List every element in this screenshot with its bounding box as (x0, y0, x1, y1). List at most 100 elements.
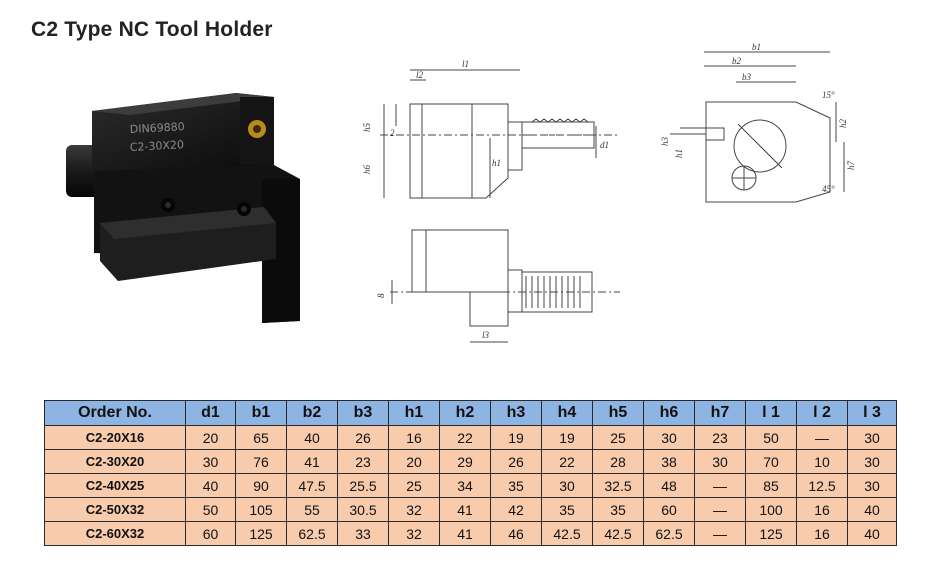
table-cell: 50 (745, 425, 797, 450)
column-header: h6 (643, 400, 695, 426)
table-cell: 62.5 (643, 521, 695, 546)
label-h3-front: h3 (660, 137, 670, 147)
table-cell: 12.5 (796, 473, 848, 498)
column-header: h2 (439, 400, 491, 426)
table-cell: 40 (185, 473, 236, 498)
order-number-cell: C2-50X32 (44, 497, 186, 522)
table-cell: — (694, 521, 746, 546)
label-d1: d1 (600, 140, 609, 150)
table-cell: 16 (388, 425, 440, 450)
table-cell: 46 (490, 521, 542, 546)
table-cell: 30 (185, 449, 236, 474)
label-h6: h6 (362, 165, 372, 175)
column-header: h5 (592, 400, 644, 426)
table-cell: 30 (847, 473, 897, 498)
table-cell: — (694, 473, 746, 498)
column-header: b3 (337, 400, 389, 426)
table-cell: 62.5 (286, 521, 338, 546)
table-cell: 30 (847, 425, 897, 450)
order-number-cell: C2-20X16 (44, 425, 186, 450)
table-cell: 30.5 (337, 497, 389, 522)
table-cell: 26 (490, 449, 542, 474)
photo-engraving-1: DIN69880 (129, 120, 185, 136)
table-cell: 40 (847, 497, 897, 522)
table-cell: 25.5 (337, 473, 389, 498)
column-header: h4 (541, 400, 593, 426)
table-cell: 76 (235, 449, 287, 474)
page-title: C2 Type NC Tool Holder (31, 18, 273, 41)
label-h5: h5 (362, 123, 372, 133)
table-cell: 35 (541, 497, 593, 522)
table-cell: 33 (337, 521, 389, 546)
column-header: h1 (388, 400, 440, 426)
table-cell: 41 (439, 497, 491, 522)
top-view (390, 229, 620, 343)
table-cell: 40 (847, 521, 897, 546)
table-cell: 25 (388, 473, 440, 498)
column-header: h3 (490, 400, 542, 426)
table-cell: 85 (745, 473, 797, 498)
table-cell: 32.5 (592, 473, 644, 498)
table-cell: 40 (286, 425, 338, 450)
table-cell: 22 (541, 449, 593, 474)
label-8: 8 (376, 293, 386, 298)
label-b1: b1 (752, 42, 761, 52)
table-cell: 32 (388, 521, 440, 546)
table-cell: 60 (185, 521, 236, 546)
spec-table: Order No. d1 b1 b2 b3 h1 h2 h3 h4 h5 h6 … (44, 400, 897, 546)
table-cell: 125 (235, 521, 287, 546)
table-cell: 70 (745, 449, 797, 474)
table-cell: 20 (185, 425, 236, 450)
column-header: l 1 (745, 400, 797, 426)
table-cell: 19 (490, 425, 542, 450)
label-b3: b3 (742, 72, 752, 82)
table-cell: 65 (235, 425, 287, 450)
photo-engraving-2: C2-30X20 (129, 138, 184, 154)
table-cell: 16 (796, 497, 848, 522)
column-header: b1 (235, 400, 287, 426)
table-cell: 35 (490, 473, 542, 498)
label-l2: l2 (416, 70, 424, 80)
table-cell: 16 (796, 521, 848, 546)
table-cell: 48 (643, 473, 695, 498)
table-cell: 20 (388, 449, 440, 474)
table-cell: 29 (439, 449, 491, 474)
table-cell: 25 (592, 425, 644, 450)
label-h2: h2 (838, 119, 848, 129)
table-cell: 125 (745, 521, 797, 546)
table-cell: 100 (745, 497, 797, 522)
table-cell: 30 (694, 449, 746, 474)
table-cell: 90 (235, 473, 287, 498)
order-number-cell: C2-40X25 (44, 473, 186, 498)
table-cell: 34 (439, 473, 491, 498)
front-view (670, 51, 845, 203)
table-cell: 32 (388, 497, 440, 522)
column-header: l 2 (796, 400, 848, 426)
table-cell: 38 (643, 449, 695, 474)
table-cell: 42 (490, 497, 542, 522)
label-2: 2 (390, 128, 395, 138)
table-cell: 30 (847, 449, 897, 474)
table-cell: 19 (541, 425, 593, 450)
label-l3: l3 (482, 330, 490, 340)
table-cell: — (694, 497, 746, 522)
column-header: l 3 (847, 400, 897, 426)
table-cell: 35 (592, 497, 644, 522)
order-number-cell: C2-30X20 (44, 449, 186, 474)
table-cell: 22 (439, 425, 491, 450)
label-h1-front: h1 (674, 149, 684, 158)
table-cell: 42.5 (541, 521, 593, 546)
order-number-cell: C2-60X32 (44, 521, 186, 546)
table-cell: 10 (796, 449, 848, 474)
label-h7: h7 (846, 161, 856, 171)
column-header: Order No. (44, 400, 186, 426)
table-cell: 30 (643, 425, 695, 450)
label-l1: l1 (462, 59, 469, 69)
table-cell: 41 (439, 521, 491, 546)
table-cell: 30 (541, 473, 593, 498)
